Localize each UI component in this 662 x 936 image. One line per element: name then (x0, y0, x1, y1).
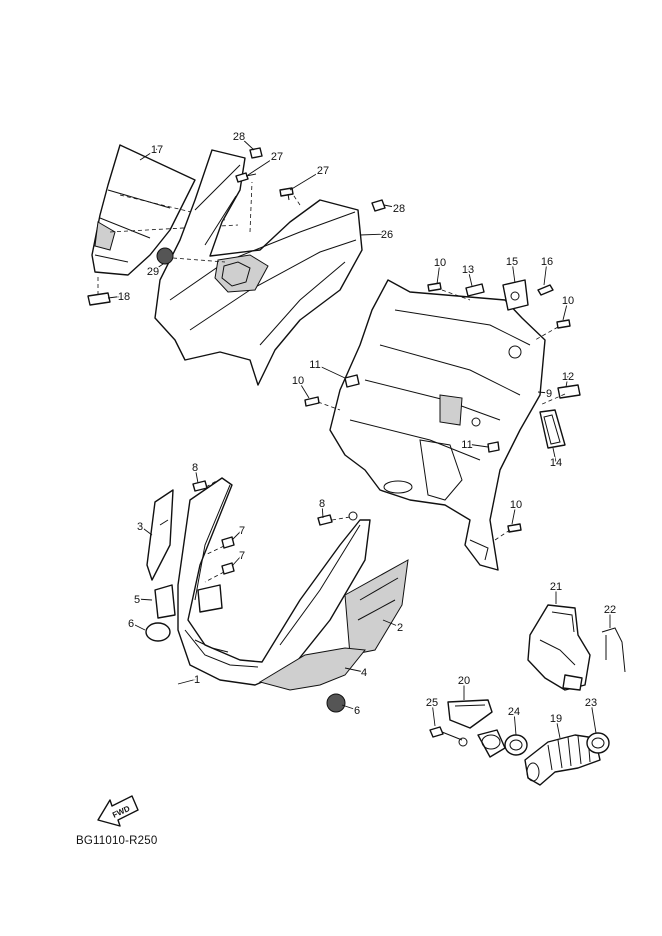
part-2-side-panel (344, 559, 409, 656)
leader-line-28 (238, 135, 255, 151)
part-number-10: 10 (562, 295, 574, 307)
part-number-13: 13 (462, 264, 474, 276)
leader-line-6 (130, 622, 146, 631)
part-number-11: 11 (309, 359, 320, 371)
leader-line-26 (359, 233, 388, 236)
leader-line-10 (511, 503, 517, 525)
lower-hardware (192, 479, 358, 583)
part-number-15: 15 (506, 256, 518, 268)
leader-line-13 (467, 268, 473, 287)
leader-line-29 (152, 263, 164, 272)
part-4-panel (258, 647, 366, 713)
part-9-inner-panel (329, 279, 546, 571)
part-17-front-cover (91, 144, 239, 276)
part-number-26: 26 (381, 229, 393, 241)
part-number-20: 20 (458, 675, 470, 687)
leader-line-15 (511, 260, 516, 284)
part-number-2: 2 (397, 622, 403, 634)
part-number-10: 10 (292, 375, 304, 387)
part-number-18: 18 (118, 291, 130, 303)
part-number-28: 28 (393, 203, 405, 215)
part-24-clamp (504, 734, 528, 756)
part-23-clamp (586, 732, 610, 754)
part-number-7: 7 (239, 525, 245, 537)
leader-line-27 (289, 169, 324, 191)
part-number-6: 6 (354, 705, 360, 717)
part-number-27: 27 (317, 165, 329, 177)
leader-line-3 (139, 525, 153, 536)
leader-line-17 (139, 148, 158, 161)
part-19-hose (524, 734, 601, 786)
part-18-label (87, 277, 111, 306)
part-number-19: 19 (550, 713, 562, 725)
part-22-wire (601, 627, 626, 673)
leader-line-10 (436, 261, 441, 285)
part-number-10: 10 (434, 257, 446, 269)
part-number-7: 7 (239, 550, 245, 562)
leader-line-7 (231, 554, 243, 567)
leader-line-24 (513, 710, 517, 736)
part-number-16: 16 (541, 256, 553, 268)
part-21-bracket (527, 604, 591, 691)
leader-line-12 (565, 375, 569, 388)
leader-line-11 (466, 443, 489, 448)
leader-line-6 (341, 704, 358, 711)
part-number-17: 17 (151, 144, 163, 156)
part-number-8: 8 (319, 498, 325, 510)
part-9-hardware (304, 279, 581, 541)
part-number-27: 27 (271, 151, 283, 163)
leader-line-16 (543, 260, 548, 286)
drawing-code: BG11010-R250 (76, 835, 158, 847)
leader-line-7 (231, 529, 243, 541)
part-number-28: 28 (233, 131, 245, 143)
part-number-22: 22 (604, 604, 616, 616)
part-26-upper-cover (154, 149, 363, 386)
fwd-arrow-icon: FWD (97, 795, 139, 827)
leader-line-10 (297, 379, 310, 399)
part-number-9: 9 (546, 388, 552, 400)
part-number-24: 24 (508, 706, 520, 718)
leader-line-25 (431, 701, 436, 727)
part-number-1: 1 (194, 674, 200, 686)
part-number-21: 21 (550, 581, 562, 593)
leader-line-14 (552, 447, 557, 463)
leader-line-27 (247, 155, 278, 176)
upper-hardware (156, 147, 386, 265)
leader-line-18 (107, 295, 125, 299)
part-number-11: 11 (461, 439, 472, 451)
part-number-25: 25 (426, 697, 438, 709)
leader-line-9 (537, 391, 550, 394)
part-20-duct (447, 699, 506, 758)
part-number-29: 29 (147, 266, 159, 278)
leader-line-28 (383, 204, 400, 209)
part-number-12: 12 (562, 371, 574, 383)
part-1-lower-cover (177, 477, 371, 686)
part-number-4: 4 (361, 667, 367, 679)
part-number-6: 6 (128, 618, 134, 630)
leader-line-8 (321, 502, 324, 519)
part-25-screw (429, 726, 468, 747)
leader-line-4 (344, 667, 365, 673)
part-number-8: 8 (192, 462, 198, 474)
part-number-10: 10 (510, 499, 522, 511)
part-number-5: 5 (134, 594, 140, 606)
leader-line-5 (136, 598, 153, 601)
leader-line-8 (194, 466, 199, 484)
parts-3-5-6-left (145, 489, 223, 642)
leader-line-10 (562, 299, 569, 321)
leader-line-11 (314, 363, 346, 379)
part-number-14: 14 (550, 457, 562, 469)
leader-line-1 (177, 678, 198, 685)
leader-line-19 (555, 717, 561, 739)
part-number-23: 23 (585, 697, 597, 709)
leader-line-23 (590, 701, 597, 734)
part-number-3: 3 (137, 521, 143, 533)
leader-line-2 (382, 619, 401, 628)
